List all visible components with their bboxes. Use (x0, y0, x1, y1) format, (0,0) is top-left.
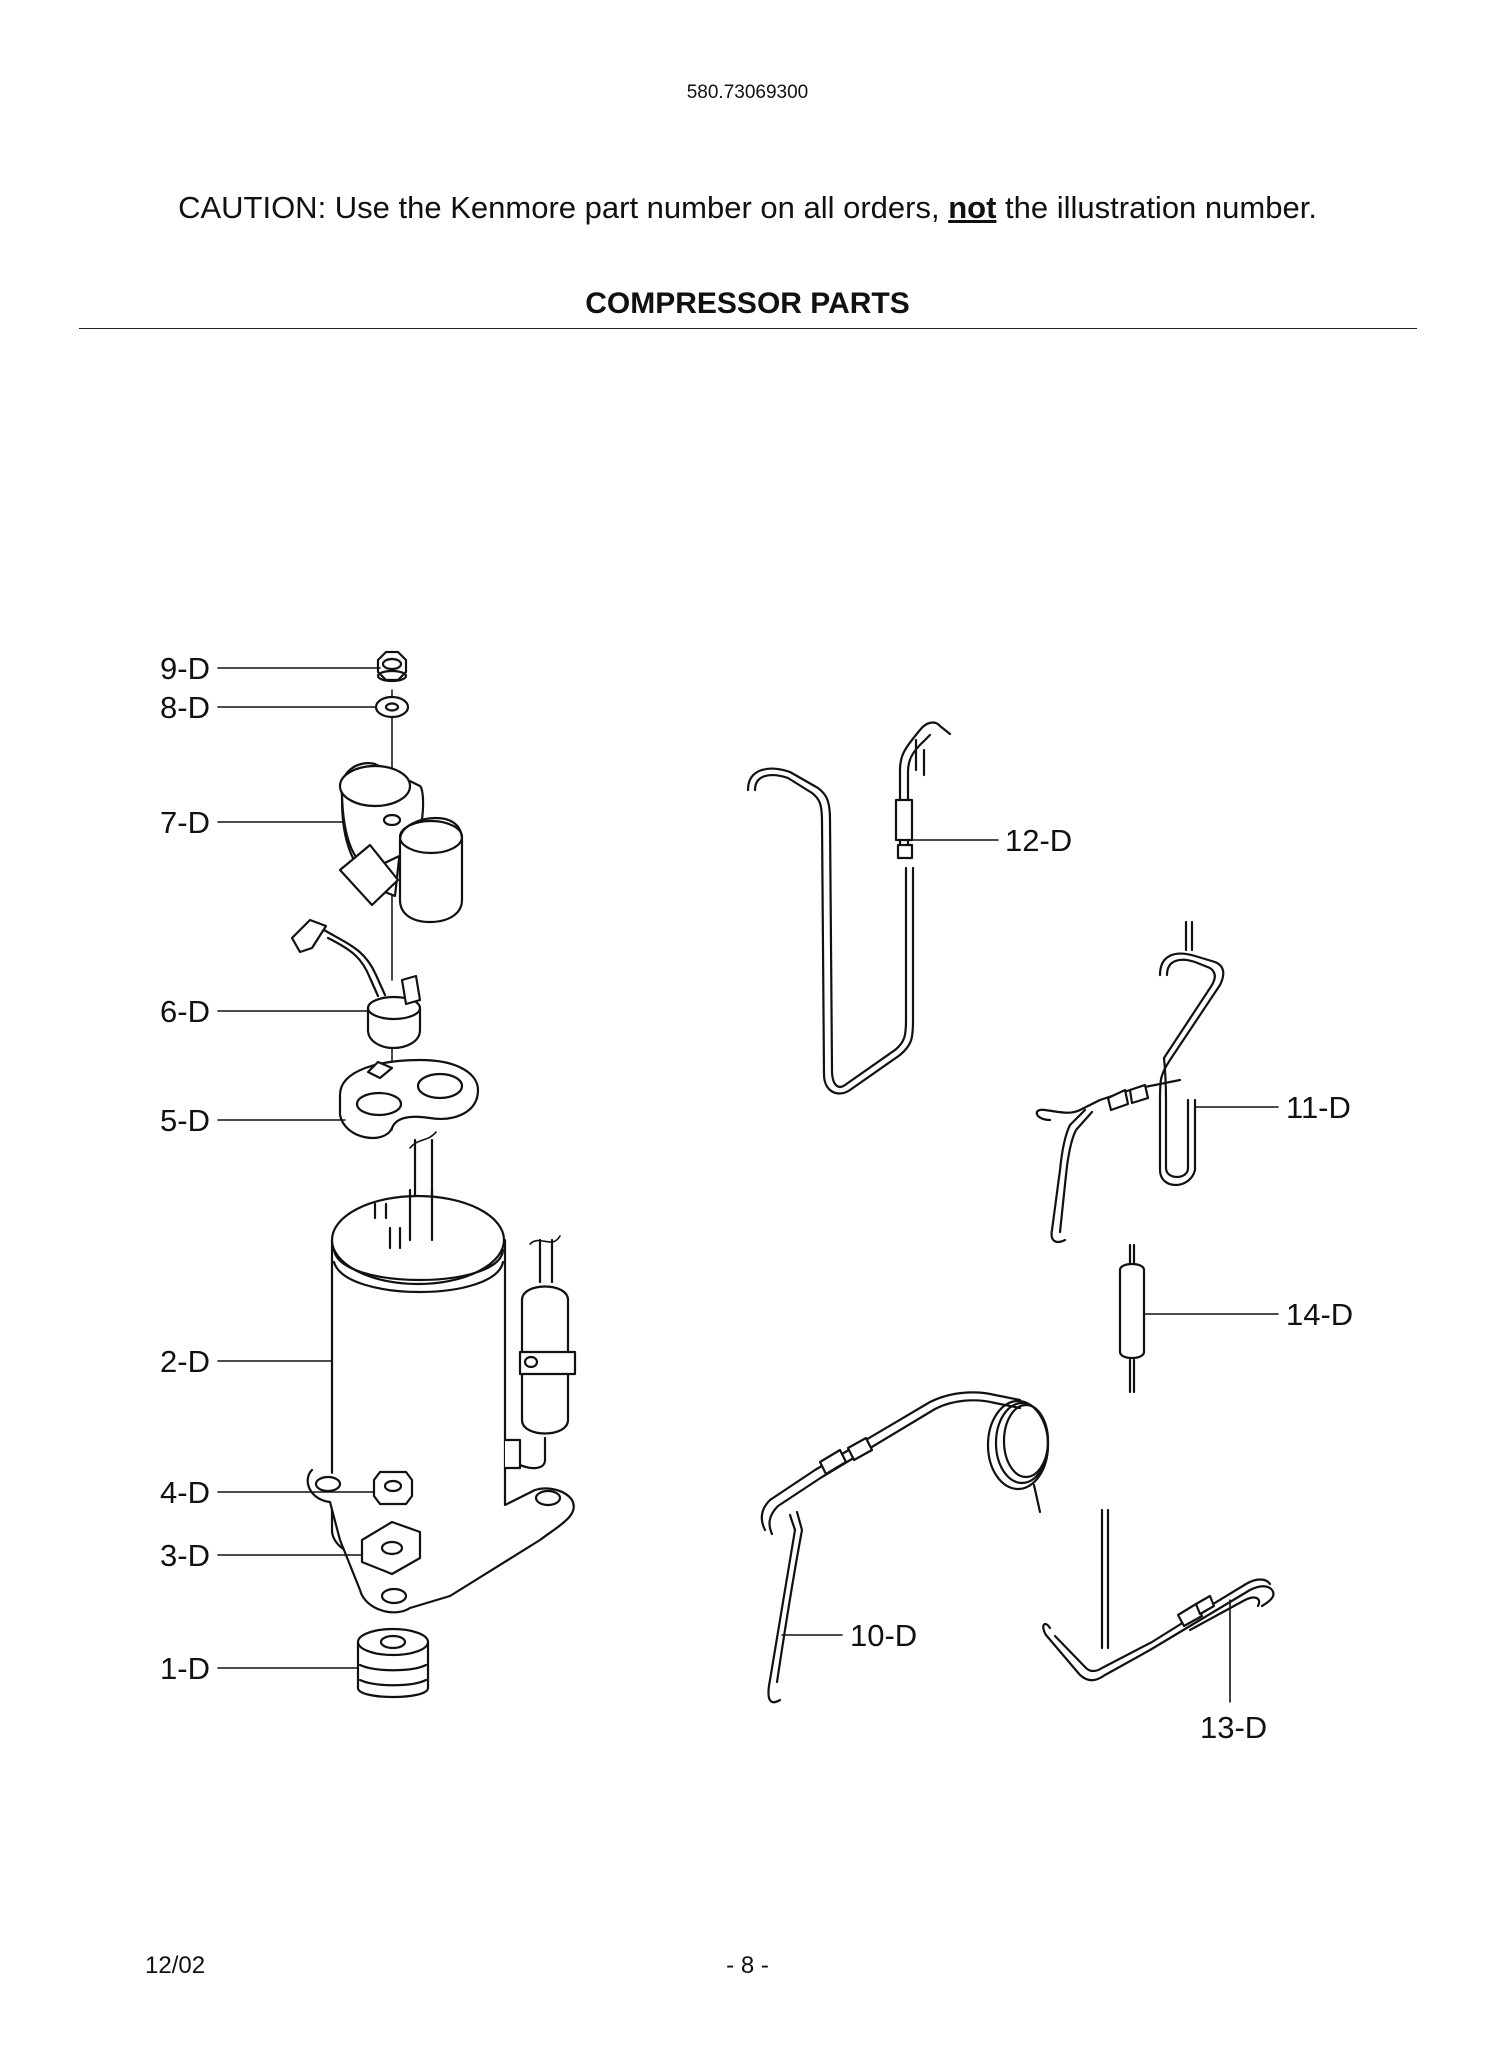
callout-8: 8-D (160, 690, 210, 725)
callout-4: 4-D (160, 1475, 210, 1510)
callout-labels: 9-D 8-D 7-D 6-D 5-D 2-D 4-D 3-D 1-D 12-D… (160, 651, 1353, 1745)
callout-12: 12-D (1005, 823, 1072, 858)
callout-10: 10-D (850, 1618, 917, 1653)
section-title: COMPRESSOR PARTS (585, 287, 910, 320)
part-4-nut (372, 1470, 414, 1506)
part-3-sleeve (360, 1520, 422, 1576)
part-8-washer (374, 695, 410, 719)
callout-7: 7-D (160, 805, 210, 840)
page-number: - 8 - (726, 1952, 769, 1979)
callout-11: 11-D (1286, 1090, 1351, 1125)
callout-9: 9-D (160, 651, 210, 686)
compressor-assembly (217, 650, 577, 1699)
part-13-tube (1042, 1508, 1275, 1703)
caution-notice: CAUTION: Use the Kenmore part number on … (0, 190, 1495, 226)
part-7-terminal-cover (338, 762, 464, 924)
title-rule (79, 328, 1417, 329)
callout-6: 6-D (160, 994, 210, 1029)
part-1-grommet (356, 1627, 430, 1699)
part-11-tube (1035, 920, 1279, 1244)
document-number: 580.73069300 (686, 82, 809, 103)
leader-lines-left (217, 667, 381, 1669)
callout-14: 14-D (1286, 1297, 1353, 1332)
part-12-tube (746, 721, 999, 1095)
callout-1: 1-D (160, 1651, 210, 1686)
callout-3: 3-D (160, 1538, 210, 1573)
caution-emphasis: not (948, 190, 997, 225)
footer-date: 12/02 (145, 1952, 206, 1979)
part-10-capillary (760, 1391, 1050, 1704)
part-6-overload-protector (290, 918, 422, 1050)
part-9-nut (376, 650, 408, 683)
caution-suffix: the illustration number. (996, 190, 1317, 225)
base-plate (306, 1468, 575, 1614)
part-5-bracket (338, 1058, 480, 1140)
callout-5: 5-D (160, 1103, 210, 1138)
callout-2: 2-D (160, 1344, 210, 1379)
accumulator (503, 1235, 577, 1470)
caution-prefix: CAUTION: Use the Kenmore part number on … (178, 190, 949, 225)
part-14-drier (1118, 1243, 1279, 1394)
callout-13: 13-D (1200, 1710, 1267, 1745)
